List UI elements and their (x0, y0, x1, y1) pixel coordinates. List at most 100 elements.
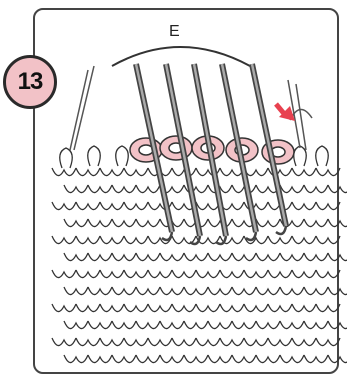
needle-hook (246, 232, 256, 240)
knit-stitch (52, 304, 76, 312)
knit-stitch (136, 219, 160, 227)
knit-stitch (328, 219, 347, 227)
knit-stitch (280, 321, 304, 329)
edge-loop (294, 146, 307, 166)
knit-stitch (184, 355, 208, 363)
knit-stitch (208, 355, 232, 363)
knit-stitch (268, 270, 292, 278)
knit-stitch (304, 287, 328, 295)
knit-stitch (292, 168, 316, 176)
knit-stitch (112, 219, 136, 227)
knit-fabric (52, 146, 347, 363)
edge-loop (88, 146, 101, 166)
knit-stitch (100, 202, 124, 210)
knit-stitch (160, 321, 184, 329)
knit-stitch (280, 185, 304, 193)
knit-stitch (280, 287, 304, 295)
knit-stitch (76, 168, 100, 176)
knit-stitch (100, 168, 124, 176)
knit-stitch (256, 355, 280, 363)
knit-stitch (76, 236, 100, 244)
knit-stitch (88, 287, 112, 295)
knit-stitch (112, 185, 136, 193)
knit-stitch (88, 185, 112, 193)
knit-stitch (184, 253, 208, 261)
knit-stitch (256, 253, 280, 261)
knit-stitch (88, 219, 112, 227)
knit-stitch (244, 270, 268, 278)
knit-stitch (172, 270, 196, 278)
knit-stitch (52, 236, 76, 244)
knit-stitch (172, 304, 196, 312)
knit-stitch (160, 253, 184, 261)
knit-stitch (196, 338, 220, 346)
knit-stitch (268, 236, 292, 244)
knit-stitch (316, 168, 340, 176)
edge-loop (60, 148, 73, 168)
step-number: 13 (18, 68, 43, 96)
knit-stitch (124, 202, 148, 210)
knit-stitch (112, 253, 136, 261)
knit-stitch (232, 355, 256, 363)
knit-stitch (304, 219, 328, 227)
knit-stitch (52, 202, 76, 210)
knit-stitch (64, 355, 88, 363)
edge-loop (116, 146, 129, 166)
needle-hook (276, 226, 286, 234)
knit-stitch (244, 168, 268, 176)
knit-stitch (280, 355, 304, 363)
knit-stitch (220, 304, 244, 312)
bracket (112, 47, 250, 66)
knit-stitch (76, 338, 100, 346)
knit-stitch (208, 287, 232, 295)
knit-stitch (160, 355, 184, 363)
knit-stitch (196, 202, 220, 210)
knit-stitch (304, 253, 328, 261)
knit-stitch (256, 287, 280, 295)
knit-stitch (148, 338, 172, 346)
knit-stitch (136, 355, 160, 363)
knit-stitch (280, 253, 304, 261)
knit-stitch (112, 321, 136, 329)
needle-group-label: E (169, 23, 180, 41)
knit-stitch (292, 338, 316, 346)
knit-stitch (292, 236, 316, 244)
step-badge: 13 (3, 55, 57, 109)
side-strands (70, 66, 312, 150)
knit-stitch (184, 287, 208, 295)
knit-stitch (316, 236, 340, 244)
knit-stitch (88, 321, 112, 329)
knit-stitch (328, 185, 347, 193)
knit-stitch (88, 253, 112, 261)
knit-stitch (64, 219, 88, 227)
knit-stitch (328, 321, 347, 329)
knit-stitch (208, 253, 232, 261)
knit-stitch (292, 304, 316, 312)
knit-stitch (100, 338, 124, 346)
knit-stitch (232, 253, 256, 261)
knit-stitch (256, 219, 280, 227)
knit-stitch (304, 185, 328, 193)
knit-stitch (196, 270, 220, 278)
knit-stitch (328, 355, 347, 363)
knit-stitch (220, 270, 244, 278)
knit-stitch (64, 287, 88, 295)
knit-stitch (136, 287, 160, 295)
knit-stitch (316, 304, 340, 312)
knit-stitch (100, 236, 124, 244)
knit-stitch (304, 321, 328, 329)
knit-stitch (256, 321, 280, 329)
knit-stitch (64, 321, 88, 329)
knit-stitch (292, 202, 316, 210)
knit-stitch (52, 270, 76, 278)
knit-stitch (268, 338, 292, 346)
knit-stitch (328, 287, 347, 295)
knit-stitch (76, 202, 100, 210)
knit-stitch (268, 304, 292, 312)
knit-stitch (124, 236, 148, 244)
knit-stitch (112, 355, 136, 363)
knit-stitch (220, 338, 244, 346)
knit-stitch (196, 304, 220, 312)
knit-stitch (316, 338, 340, 346)
